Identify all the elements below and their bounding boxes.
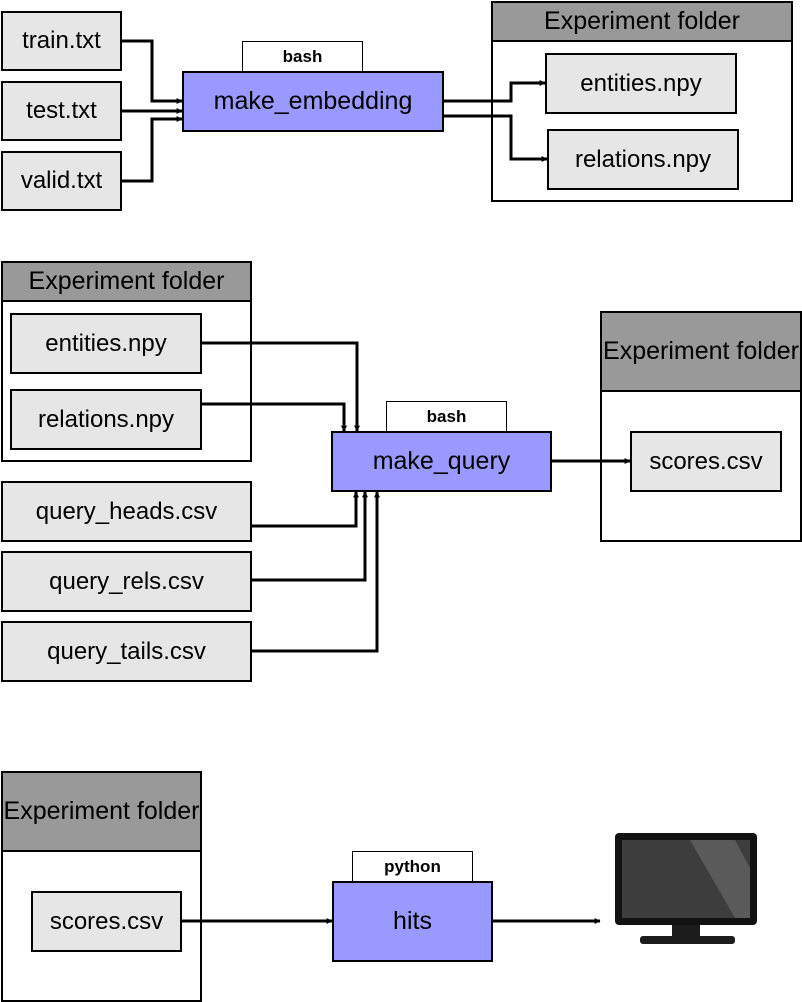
arrow-valid-to-make-embedding (122, 116, 183, 183)
monitor-icon (615, 833, 757, 944)
arrow-query-heads-to-make-query (252, 491, 359, 528)
experiment-folder-1-title: Experiment folder (491, 1, 793, 42)
query-file-tails: query_tails.csv (1, 621, 252, 682)
arrow-entities-to-make-query (202, 341, 360, 432)
input-file-valid: valid.txt (1, 151, 122, 211)
runtime-tag-python: python (352, 851, 473, 881)
experiment-folder-2-title: Experiment folder (1, 261, 252, 302)
arrow-query-rels-to-make-query (252, 491, 368, 582)
experiment-folder-3-title: Experiment folder (600, 311, 802, 392)
arrow-relations-to-make-query (202, 402, 347, 432)
query-file-rels: query_rels.csv (1, 551, 252, 612)
input-file-train: train.txt (1, 11, 122, 71)
folder-file-entities: entities.npy (10, 313, 202, 374)
input-file-scores: scores.csv (31, 891, 182, 952)
runtime-tag-bash-1: bash (242, 41, 363, 71)
runtime-tag-bash-2: bash (386, 401, 507, 431)
arrow-make-embedding-to-entities (444, 80, 546, 103)
output-file-scores: scores.csv (630, 431, 782, 492)
arrow-query-tails-to-make-query (252, 491, 380, 653)
arrow-make-embedding-to-relations (444, 114, 548, 162)
query-file-heads: query_heads.csv (1, 481, 252, 542)
process-hits: hits (332, 881, 493, 962)
output-file-entities: entities.npy (545, 53, 737, 114)
process-make-embedding: make_embedding (182, 71, 444, 132)
arrow-train-to-make-embedding (122, 39, 183, 104)
process-make-query: make_query (331, 431, 552, 492)
input-file-test: test.txt (1, 81, 122, 141)
output-file-relations: relations.npy (547, 129, 739, 190)
experiment-folder-4-title: Experiment folder (1, 771, 202, 852)
folder-file-relations: relations.npy (10, 389, 202, 450)
